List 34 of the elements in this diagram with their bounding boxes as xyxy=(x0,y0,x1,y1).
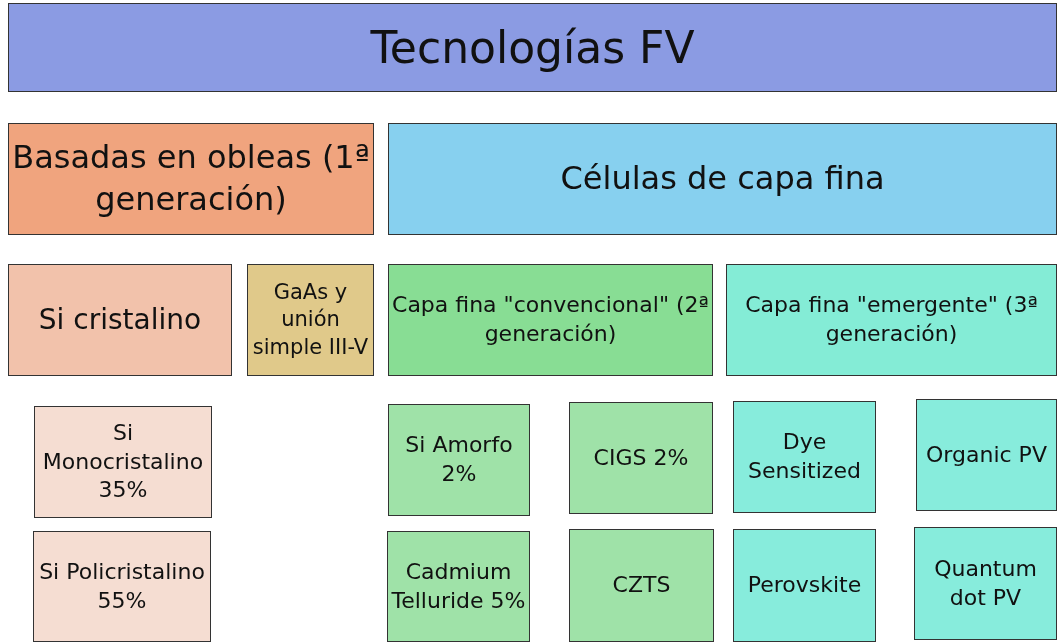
box-label: Perovskite xyxy=(746,571,863,600)
technology-box xyxy=(569,529,714,642)
technology-box xyxy=(569,402,713,514)
box-label: Si Monocristalino 35% xyxy=(41,419,205,505)
subcategory-box xyxy=(8,264,232,376)
box-label: Organic PV xyxy=(925,440,1048,469)
box-label: Si Amorfo 2% xyxy=(404,431,514,488)
box-label: Cadmium Telluride 5% xyxy=(390,557,527,615)
box-label: Capa fina "emergente" (3ª generación) xyxy=(744,291,1039,348)
category-box xyxy=(8,123,374,235)
technology-box xyxy=(914,527,1057,640)
technology-box xyxy=(733,401,876,513)
box-label: Si Policristalino 55% xyxy=(38,557,206,615)
box-label: Quantum dot PV xyxy=(933,554,1038,612)
technology-box xyxy=(733,529,876,642)
box-label: Células de capa fina xyxy=(559,158,886,200)
technology-box xyxy=(33,531,211,642)
technology-box xyxy=(388,404,530,516)
box-label: CIGS 2% xyxy=(592,443,690,472)
box-label: CZTS xyxy=(611,571,672,600)
title-banner xyxy=(8,3,1057,92)
box-label: Dye Sensitized xyxy=(747,428,862,485)
subcategory-box xyxy=(726,264,1057,376)
box-label: Si cristalino xyxy=(37,301,203,338)
subcategory-box xyxy=(247,264,374,376)
subcategory-box xyxy=(388,264,713,376)
box-label: Basadas en obleas (1ª generación) xyxy=(11,137,371,220)
box-label: Tecnologías FV xyxy=(369,20,696,75)
technology-box xyxy=(34,406,212,518)
technology-box xyxy=(387,531,530,642)
technology-box xyxy=(916,399,1057,511)
box-label: GaAs y unión simple III-V xyxy=(251,279,370,361)
category-box xyxy=(388,123,1057,235)
box-label: Capa fina "convencional" (2ª generación) xyxy=(391,291,710,348)
